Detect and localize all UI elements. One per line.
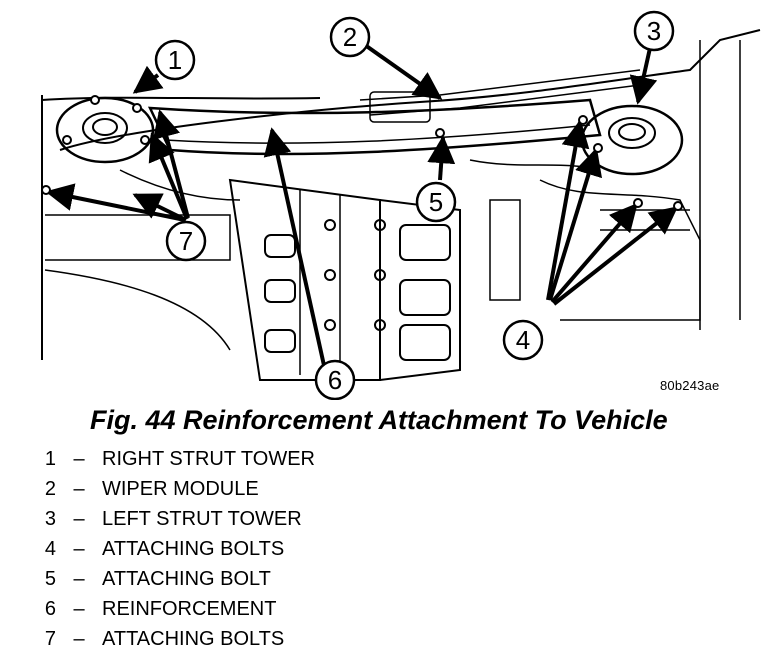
callout-3: 3 — [633, 10, 675, 52]
svg-text:3: 3 — [647, 16, 661, 46]
legend-label: ATTACHING BOLTS — [102, 538, 285, 560]
svg-text:4: 4 — [516, 325, 530, 355]
arrow-7d — [152, 109, 190, 219]
callout-6: 6 — [314, 359, 356, 400]
arrow-4a — [546, 119, 590, 301]
legend-item: 3–LEFT STRUT TOWER — [44, 508, 302, 530]
parts-legend: 1–RIGHT STRUT TOWER 2–WIPER MODULE 3–LEF… — [36, 446, 315, 656]
arrow-5 — [427, 135, 456, 181]
arrow-4d — [552, 206, 679, 306]
bolt-heads — [41, 95, 683, 211]
callout-7: 7 — [165, 220, 207, 262]
legend-item: 6–REINFORCEMENT — [44, 598, 277, 620]
callout-4: 4 — [502, 319, 544, 361]
callout-1: 1 — [154, 39, 196, 81]
svg-text:1: 1 — [168, 45, 182, 75]
legend-label: ATTACHING BOLT — [102, 568, 271, 590]
legend-label: WIPER MODULE — [102, 478, 259, 500]
arrow-4b — [548, 147, 602, 301]
callout-2: 2 — [329, 16, 371, 58]
legend-item: 1–RIGHT STRUT TOWER — [44, 448, 315, 470]
arrow-7c — [148, 132, 189, 220]
legend-label: RIGHT STRUT TOWER — [102, 448, 315, 470]
figure-caption-title: Fig. 44 Reinforcement Attachment To Vehi… — [90, 405, 668, 435]
figure-reference-code: 80b243ae — [660, 378, 720, 393]
callout-5: 5 — [415, 181, 457, 223]
legend-label: ATTACHING BOLTS — [102, 628, 285, 650]
legend-item: 2–WIPER MODULE — [44, 478, 259, 500]
legend-item: 4–ATTACHING BOLTS — [44, 538, 285, 560]
svg-text:7: 7 — [179, 226, 193, 256]
legend-label: REINFORCEMENT — [102, 598, 277, 620]
engine-bay-linework — [41, 29, 761, 381]
arrow-7a — [45, 183, 186, 222]
arrow-7b — [132, 193, 187, 222]
svg-text:5: 5 — [429, 187, 443, 217]
legend-item: 7–ATTACHING BOLTS — [44, 628, 285, 650]
arrow-4c — [550, 202, 638, 304]
leader-arrows — [45, 43, 679, 371]
legend-item: 5–ATTACHING BOLT — [44, 568, 271, 590]
svg-text:6: 6 — [328, 365, 342, 395]
engine-bay-illustration: 1 2 3 4 5 6 7 — [41, 10, 761, 400]
legend-label: LEFT STRUT TOWER — [102, 508, 302, 530]
arrow-1 — [132, 65, 164, 94]
svg-text:2: 2 — [343, 22, 357, 52]
arrow-2 — [363, 43, 443, 100]
arrow-6 — [263, 127, 327, 371]
arrow-3 — [629, 47, 658, 105]
